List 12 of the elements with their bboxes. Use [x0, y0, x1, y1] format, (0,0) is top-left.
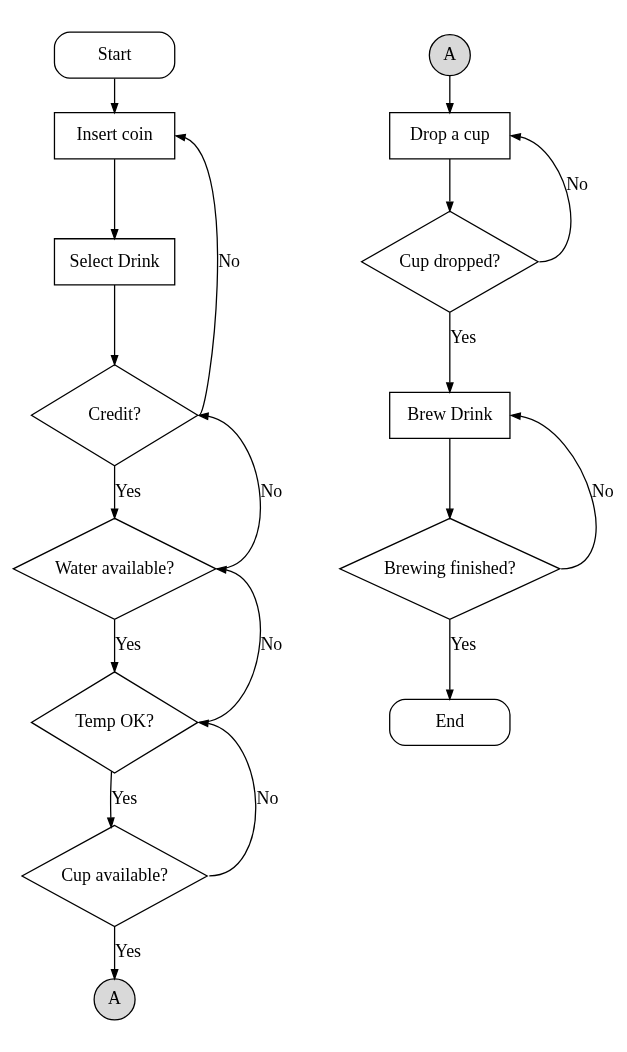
edge-label: No	[218, 250, 241, 271]
edge-label: Yes	[115, 634, 142, 655]
edge-label: Yes	[115, 480, 142, 501]
edge-label: No	[256, 787, 279, 808]
edge-label: No	[260, 634, 283, 655]
edge-label: Yes	[115, 941, 142, 962]
edge-label: Yes	[450, 327, 477, 348]
edge-label: No	[591, 480, 614, 501]
edge-label: Yes	[111, 787, 138, 808]
edge-label: No	[260, 480, 283, 501]
edge-label: Yes	[450, 634, 477, 655]
edge-label: No	[566, 173, 589, 194]
